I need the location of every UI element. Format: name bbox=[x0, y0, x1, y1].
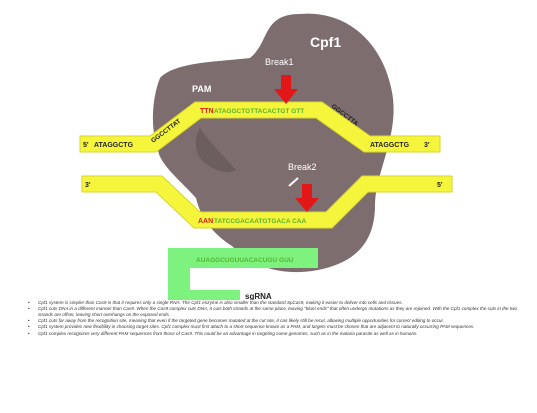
sgrna-sequence: AUAGGCUGUUACACUGU GUU bbox=[196, 257, 294, 264]
note-item: Cpf1 cuts DNA in a different manner than… bbox=[28, 306, 533, 316]
top-five-prime: 5' bbox=[83, 142, 89, 149]
bottom-pam-complement: AAN bbox=[198, 218, 213, 225]
note-item: Cpf1 system provides new flexibility in … bbox=[28, 324, 533, 329]
note-item: Cpf1 complex recognizes very different P… bbox=[28, 331, 533, 336]
notes-list: Cpf1 system is simpler than Cas9 in that… bbox=[28, 300, 533, 337]
top-pam-sequence: TTN bbox=[200, 108, 214, 115]
top-three-prime: 3' bbox=[424, 142, 430, 149]
bottom-target-sequence: TATCCGACAATGTGACA CAA bbox=[214, 218, 306, 225]
break2-label: Break2 bbox=[288, 162, 317, 172]
cpf1-diagram: Cpf1 PAM Break1 Break2 5' ATAGGCTG GGCCT… bbox=[0, 0, 537, 300]
note-item: Cpf1 system is simpler than Cas9 in that… bbox=[28, 300, 533, 305]
sgrna-strand bbox=[168, 248, 318, 300]
top-right-sequence: ATAGGCTG bbox=[370, 142, 410, 149]
cpf1-label: Cpf1 bbox=[310, 34, 341, 50]
pam-label: PAM bbox=[192, 84, 211, 94]
top-left-sequence: ATAGGCTG bbox=[94, 142, 134, 149]
note-item: Cpf1 cuts far away from the recognition … bbox=[28, 318, 533, 323]
bottom-left-end: 3' bbox=[85, 182, 91, 189]
break1-label: Break1 bbox=[265, 57, 294, 67]
top-target-sequence: ATAGGCTGTTACACTGT GTT bbox=[214, 108, 304, 115]
bottom-right-end: 5' bbox=[437, 182, 443, 189]
sgrna-label: sgRNA bbox=[245, 292, 272, 300]
